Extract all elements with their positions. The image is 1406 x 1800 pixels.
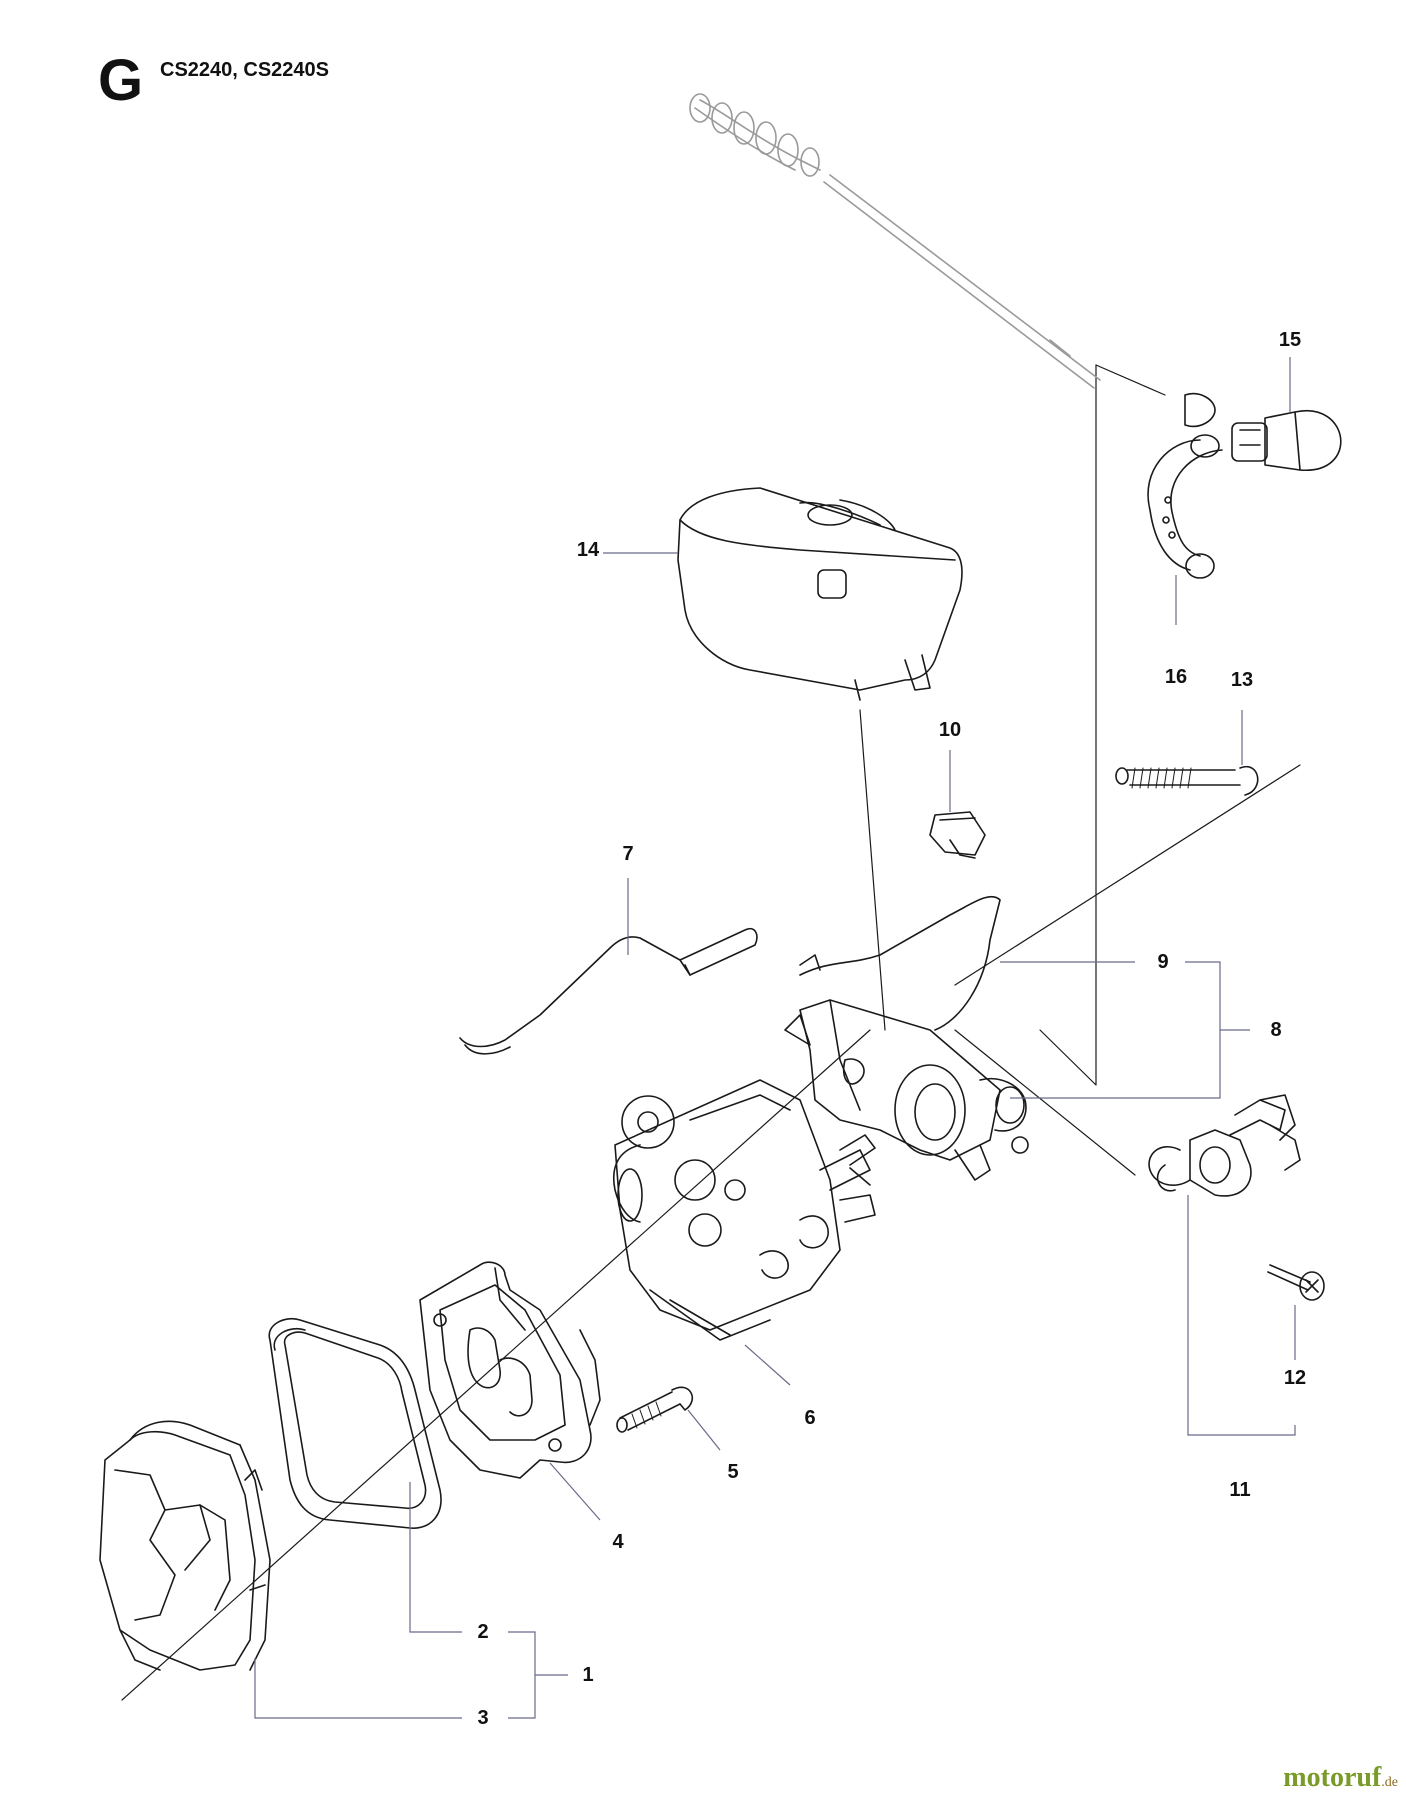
insulator-flange [419,1261,601,1479]
bracket-11 [1187,1195,1296,1436]
callout-2: 2 [477,1621,489,1643]
assembly-axis-line [859,709,886,1031]
clip [929,811,986,859]
callout-14: 14 [576,539,600,561]
callout-10: 10 [938,719,962,741]
site-watermark: motoruf.de [1283,1764,1398,1792]
air-filter-cover [677,487,963,701]
callout-5: 5 [727,1461,739,1483]
long-screw [1115,765,1259,796]
model-title: CS2240, CS2240S [160,59,330,81]
section-letter: G [98,48,144,113]
fuel-hose-elbow [1147,434,1223,579]
callout-12: 12 [1283,1367,1307,1389]
bracket-8 [1010,961,1221,1099]
assembly-axis-line [1095,364,1166,396]
bolt [616,1386,694,1433]
callout-6: 6 [804,1407,816,1429]
primer-bulb [1231,409,1342,471]
small-screw [1267,1264,1325,1301]
callout-11: 11 [1229,1479,1251,1501]
callout-15: 15 [1278,329,1302,351]
callout-13: 13 [1230,669,1254,691]
air-filter-base [99,1420,271,1671]
callout-9: 9 [1157,951,1169,973]
leader-line-5 [687,1409,721,1451]
watermark-tld: .de [1381,1775,1398,1790]
bracket-1 [508,1631,536,1719]
assembly-axis-line [954,764,1301,986]
callout-7: 7 [622,843,634,865]
leader-lines [254,357,1296,1719]
assembly-axis-line [121,1029,871,1701]
gasket [268,1318,442,1529]
choke-lever-assembly [1148,1094,1301,1197]
callout-3: 3 [477,1707,489,1729]
carburetor [613,1079,876,1341]
leader-line-4 [549,1462,601,1521]
leader-line-3 [254,1658,462,1719]
leader-line-6 [744,1344,791,1386]
intake-adapter [784,999,1029,1181]
fuel-hose-with-filter [689,93,1101,389]
assembly-axis-line [1039,364,1097,1086]
hose-connector [1184,392,1216,428]
callout-8: 8 [1270,1019,1282,1041]
callout-16: 16 [1164,666,1188,688]
choke-rod [459,927,758,1055]
leader-line-2 [409,1482,462,1633]
assembly-axis-line [954,1029,1136,1176]
throttle-wire-end [799,954,821,971]
throttle-wire-rod [799,895,1001,1031]
watermark-main: motoruf [1283,1762,1382,1793]
callout-4: 4 [612,1531,624,1553]
callout-1: 1 [582,1664,594,1686]
